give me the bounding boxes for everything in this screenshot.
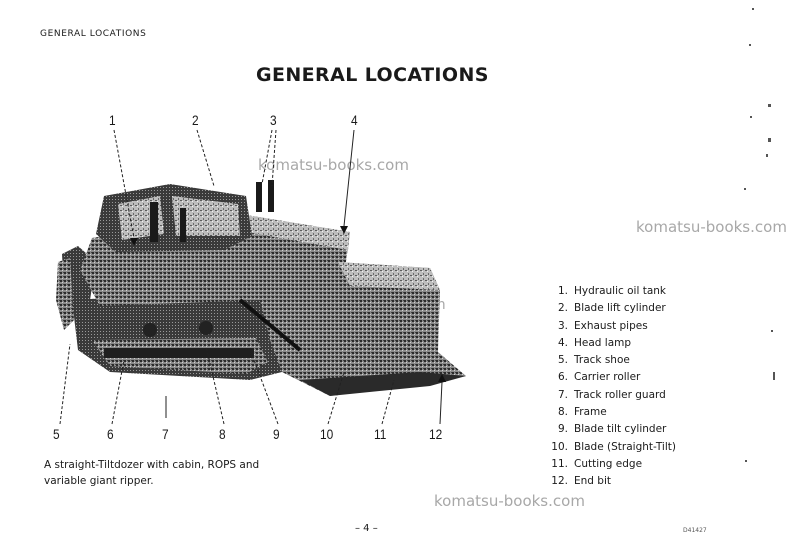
scan-speck [768,104,771,107]
callout-7: 7 [162,426,169,442]
legend-item: 5.Track shoe [532,354,676,371]
callout-12: 12 [429,426,442,442]
legend-item: 8.Frame [532,406,676,423]
legend-number: 4. [532,337,574,354]
callout-5: 5 [53,426,60,442]
scan-speck [773,372,775,380]
legend-item: 1.Hydraulic oil tank [532,285,676,302]
legend-item: 9.Blade tilt cylinder [532,423,676,440]
legend-item: 11.Cutting edge [532,458,676,475]
scan-speck [766,154,768,157]
legend-label: Blade lift cylinder [574,302,666,319]
scan-speck [745,460,747,462]
callout-4: 4 [351,112,358,128]
legend-label: End bit [574,475,611,492]
legend-item: 4.Head lamp [532,337,676,354]
legend-item: 7.Track roller guard [532,389,676,406]
callout-8: 8 [219,426,226,442]
parts-legend: 1.Hydraulic oil tank 2.Blade lift cylind… [532,285,676,493]
legend-item: 3.Exhaust pipes [532,320,676,337]
legend-item: 2.Blade lift cylinder [532,302,676,319]
scan-speck [744,188,746,190]
legend-label: Cutting edge [574,458,642,475]
legend-number: 7. [532,389,574,406]
legend-number: 1. [532,285,574,302]
legend-label: Frame [574,406,607,423]
legend-label: Exhaust pipes [574,320,648,337]
caption-line: A straight-Tiltdozer with cabin, ROPS an… [44,457,294,473]
legend-number: 6. [532,371,574,388]
cabin [96,184,252,252]
legend-item: 6.Carrier roller [532,371,676,388]
callout-11: 11 [374,426,386,442]
callout-1: 1 [109,112,116,128]
callout-10: 10 [320,426,333,442]
legend-label: Track shoe [574,354,630,371]
scan-speck [750,116,752,118]
legend-label: Carrier roller [574,371,640,388]
legend-number: 9. [532,423,574,440]
legend-number: 3. [532,320,574,337]
legend-number: 5. [532,354,574,371]
scan-speck [771,330,773,332]
legend-number: 8. [532,406,574,423]
legend-label: Blade tilt cylinder [574,423,666,440]
scan-speck [768,138,771,142]
callout-2: 2 [192,112,199,128]
legend-label: Track roller guard [574,389,666,406]
scan-speck [752,8,754,10]
legend-label: Head lamp [574,337,631,354]
callout-6: 6 [107,426,114,442]
legend-item: 10.Blade (Straight-Tilt) [532,441,676,458]
legend-label: Blade (Straight-Tilt) [574,441,676,458]
page-number: – 4 – [355,523,378,534]
legend-number: 10. [532,441,574,458]
scan-speck [749,44,751,46]
document-code: D41427 [683,527,707,534]
figure-caption: A straight-Tiltdozer with cabin, ROPS an… [44,457,294,489]
legend-label: Hydraulic oil tank [574,285,666,302]
legend-item: 12.End bit [532,475,676,492]
legend-number: 11. [532,458,574,475]
callout-9: 9 [273,426,280,442]
legend-number: 2. [532,302,574,319]
caption-line: variable giant ripper. [44,473,294,489]
callout-3: 3 [270,112,277,128]
legend-number: 12. [532,475,574,492]
